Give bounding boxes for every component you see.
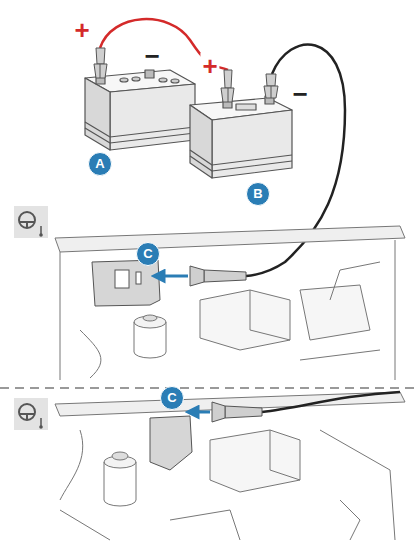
clamp [190,266,246,286]
polarity-sign: − [290,81,309,107]
callout-letter: C [136,242,160,266]
polarity-sign: + [200,53,219,79]
clamp [212,402,262,422]
clamp [94,48,107,78]
arrow [192,411,210,414]
battery-b [190,96,292,178]
clamp [221,70,234,102]
black-cable [262,392,400,412]
callout-letter: A [88,152,112,176]
arrow [158,275,188,278]
polarity-sign: − [142,43,161,69]
clamp [264,74,278,98]
polarity-sign: + [72,17,91,43]
engine-bay-bottom [14,392,405,540]
engine-bay-top [14,206,405,380]
divider [0,387,420,389]
callout-letter: C [160,386,184,410]
callout-letter: B [246,182,270,206]
battery-a [85,70,195,150]
